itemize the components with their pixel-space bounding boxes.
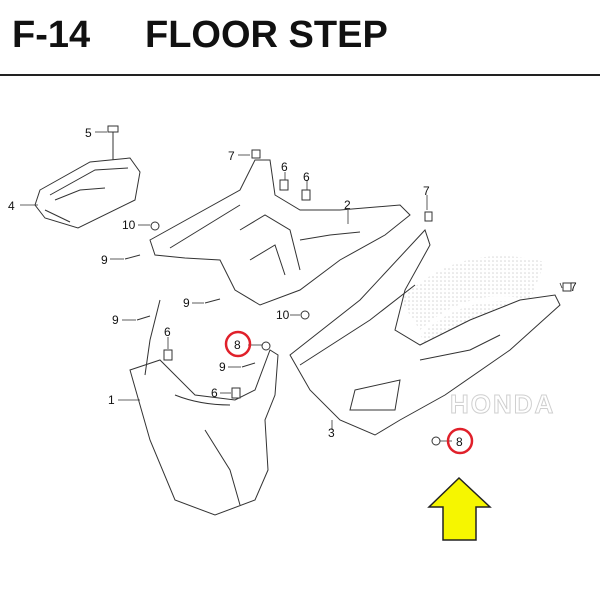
fasteners — [124, 149, 572, 446]
callout-1: 1 — [108, 393, 115, 407]
callout-6a: 6 — [281, 160, 288, 174]
bolt-10b — [300, 310, 310, 320]
callout-6b: 6 — [303, 170, 310, 184]
clip-6c — [163, 349, 173, 361]
bolt-8a — [261, 341, 271, 351]
page-header: F-14 FLOOR STEP — [0, 0, 600, 78]
bolt-8b — [431, 436, 441, 446]
callout-4: 4 — [8, 199, 15, 213]
bolt-10a — [150, 221, 160, 231]
callout-9d: 9 — [219, 360, 226, 374]
callout-9b: 9 — [183, 296, 190, 310]
callout-7a: 7 — [228, 149, 235, 163]
callout-9c: 9 — [112, 313, 119, 327]
highlight-circles — [224, 330, 474, 455]
callout-8a: 8 — [234, 338, 241, 352]
watermark-text: HONDA — [450, 389, 555, 419]
callout-9a: 9 — [101, 253, 108, 267]
callout-5: 5 — [85, 126, 92, 140]
clip-7b — [424, 211, 433, 222]
part-1-front-cover[interactable] — [129, 299, 279, 516]
clip-7a — [251, 149, 261, 159]
callout-labels: 5 4 7 6 6 2 7 10 9 9 10 9 6 8 9 6 1 7 3 … — [8, 126, 577, 449]
header-divider — [0, 74, 600, 76]
clip-6b — [301, 189, 311, 201]
part-5-screw[interactable] — [107, 125, 119, 160]
leader-lines — [20, 131, 563, 442]
part-2-upper-frame[interactable] — [149, 159, 411, 306]
callout-8b: 8 — [456, 435, 463, 449]
callout-2: 2 — [344, 198, 351, 212]
part-3-floor-step[interactable] — [289, 229, 561, 436]
callout-10a: 10 — [122, 218, 136, 232]
part-4-cover[interactable] — [34, 157, 141, 229]
section-title: FLOOR STEP — [145, 14, 388, 56]
clip-6d — [231, 387, 241, 399]
clip-7c — [562, 282, 572, 292]
highlight-8a — [224, 330, 252, 358]
callout-6c: 6 — [164, 325, 171, 339]
callout-7b: 7 — [423, 184, 430, 198]
pointer-arrow — [427, 476, 492, 541]
callout-7c: 7 — [570, 280, 577, 294]
callout-10b: 10 — [276, 308, 290, 322]
clip-6a — [279, 179, 289, 191]
section-code: F-14 — [12, 14, 91, 56]
callout-3: 3 — [328, 426, 335, 440]
callout-6d: 6 — [211, 386, 218, 400]
highlight-8b — [446, 427, 474, 455]
